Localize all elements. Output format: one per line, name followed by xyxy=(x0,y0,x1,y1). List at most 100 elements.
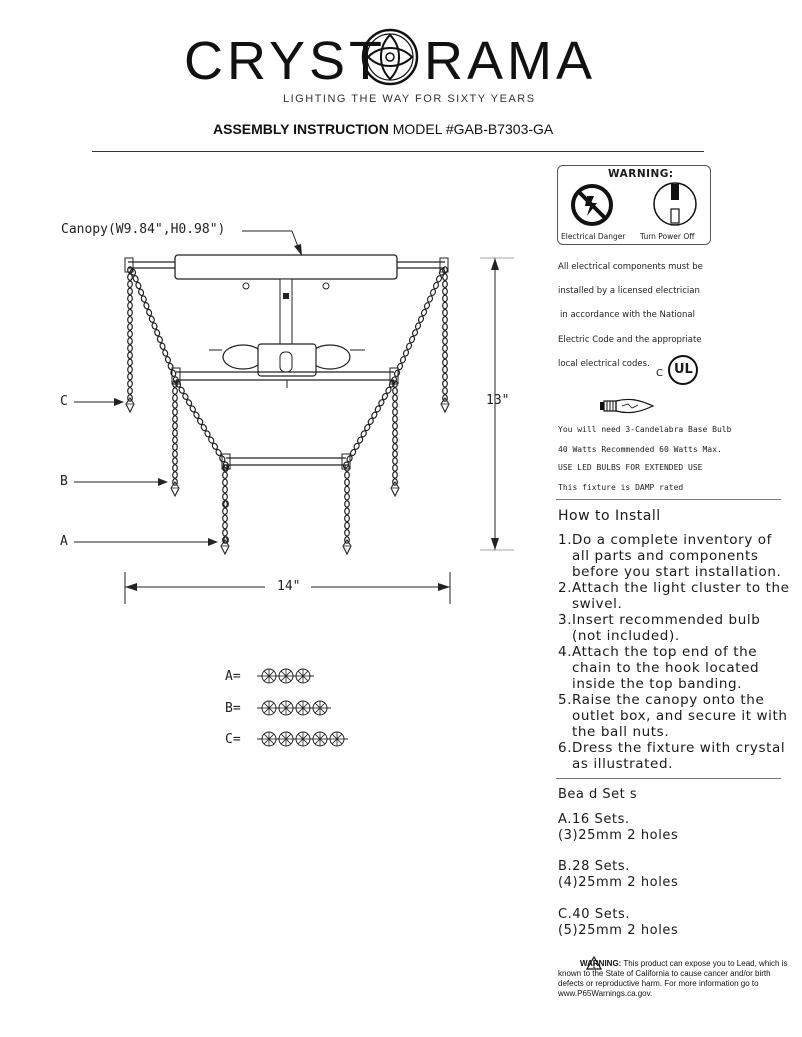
tagline: LIGHTING THE WAY FOR SIXTY YEARS xyxy=(283,93,536,105)
bead-icon xyxy=(261,700,277,716)
prop65-text: WARNING: This product can expose you to … xyxy=(558,955,790,999)
step-number: 1. xyxy=(558,532,573,548)
bead-icon xyxy=(295,668,311,684)
bulb-info-3: USE LED BULBS FOR EXTENDED USE xyxy=(558,463,703,472)
crystal-chain xyxy=(170,380,180,497)
turn-power-off-caption: Turn Power Off xyxy=(640,232,695,241)
label-a: A xyxy=(60,534,68,549)
step-text: Attach the light cluster to the swivel. xyxy=(572,580,790,612)
electrical-danger-caption: Electrical Danger xyxy=(561,232,626,241)
bead-icon xyxy=(312,700,328,716)
step-text: Do a complete inventory of all parts and… xyxy=(572,532,782,580)
brand-right: RAMA xyxy=(424,31,597,91)
caution-triangle-icon xyxy=(564,955,603,973)
step-text: Insert recommended bulb (not included). xyxy=(572,612,761,644)
crystal-chain xyxy=(440,266,450,413)
step-number: 6. xyxy=(558,740,573,756)
title-model: MODEL #GAB-B7303-GA xyxy=(388,121,554,137)
candelabra-bulb-icon xyxy=(598,396,658,421)
warning-box: WARNING: Electrical Danger Turn Power Of… xyxy=(557,165,711,245)
bead-legend-c: C= xyxy=(225,731,357,747)
bead-set-c-count: C.40 Sets. xyxy=(558,907,631,922)
crystal-chain xyxy=(389,267,447,385)
bead-row-icon xyxy=(257,668,314,684)
install-steps: 1.Do a complete inventory of all parts a… xyxy=(558,532,790,772)
bead-icon xyxy=(278,731,294,747)
bead-set-b: B.28 Sets. (4)25mm 2 holes xyxy=(558,859,678,891)
step-text: Attach the top end of the chain to the h… xyxy=(572,644,760,692)
install-step: 4.Attach the top end of the chain to the… xyxy=(558,644,790,692)
electrical-line-2: installed by a licensed electrician xyxy=(558,286,700,296)
bulb-info-1: You will need 3-Candelabra Base Bulb xyxy=(558,425,732,434)
bead-icon xyxy=(261,731,277,747)
bead-set-b-count: B.28 Sets. xyxy=(558,859,630,874)
bead-icon xyxy=(295,700,311,716)
step-number: 5. xyxy=(558,692,573,708)
bead-icon xyxy=(312,731,328,747)
bead-sets-heading: Bea d Set s xyxy=(558,787,638,802)
bead-legend-a-label: A= xyxy=(225,668,241,684)
divider-install xyxy=(556,499,781,500)
label-c: C xyxy=(60,394,68,409)
prop65-body: This product can expose you to Lead, whi… xyxy=(558,959,788,998)
bead-set-a-count: A.16 Sets. xyxy=(558,812,630,827)
bead-set-a: A.16 Sets. (3)25mm 2 holes xyxy=(558,812,678,844)
bead-legend: A= B= C= xyxy=(225,665,365,755)
divider-beads xyxy=(556,778,781,779)
brand-left: CRYST xyxy=(184,31,387,91)
bead-legend-a: A= xyxy=(225,668,347,684)
step-number: 2. xyxy=(558,580,573,596)
bead-icon xyxy=(261,668,277,684)
bead-legend-b-label: B= xyxy=(225,700,241,716)
how-to-install-heading: How to Install xyxy=(558,508,661,524)
bead-set-c: C.40 Sets. (5)25mm 2 holes xyxy=(558,907,678,939)
crystal-chain xyxy=(390,380,400,497)
label-b: B xyxy=(60,474,68,489)
bead-set-a-spec: (3)25mm 2 holes xyxy=(558,828,679,843)
bead-set-c-spec: (5)25mm 2 holes xyxy=(558,923,679,938)
electrical-line-4: Electric Code and the appropriate xyxy=(558,335,702,345)
crystal-chain xyxy=(129,267,180,385)
crystal-chain xyxy=(173,379,231,470)
install-step: 2.Attach the light cluster to the swivel… xyxy=(558,580,790,612)
brand-logo-icon xyxy=(360,27,420,87)
bead-legend-c-label: C= xyxy=(225,731,241,747)
bead-row-icon xyxy=(257,731,348,747)
prop65-label: WARNING: xyxy=(580,959,622,968)
step-text: Dress the fixture with crystal as illust… xyxy=(572,740,786,772)
crystal-chain xyxy=(125,266,135,413)
power-off-icon xyxy=(650,179,700,234)
bead-icon xyxy=(329,731,345,747)
crystal-chain xyxy=(341,379,397,470)
install-step: 5.Raise the canopy onto the outlet box, … xyxy=(558,692,790,740)
bead-icon xyxy=(278,668,294,684)
step-text: Raise the canopy onto the outlet box, an… xyxy=(572,692,788,740)
install-step: 1.Do a complete inventory of all parts a… xyxy=(558,532,790,580)
bead-legend-b: B= xyxy=(225,700,347,716)
page-title: ASSEMBLY INSTRUCTION MODEL #GAB-B7303-GA xyxy=(213,121,553,137)
bead-set-b-spec: (4)25mm 2 holes xyxy=(558,875,679,890)
ul-mark-icon: C UL xyxy=(654,354,704,386)
title-bold: ASSEMBLY INSTRUCTION xyxy=(213,121,389,137)
width-dimension: 14" xyxy=(277,579,301,594)
bead-row-icon xyxy=(257,700,331,716)
bulb-info-2: 40 Watts Recommended 60 Watts Max. xyxy=(558,445,722,454)
warning-box-title: WARNING: xyxy=(608,168,674,180)
bead-icon xyxy=(295,731,311,747)
canopy-label: Canopy(W9.84",H0.98") xyxy=(61,222,226,237)
ul-letters: UL xyxy=(674,362,693,377)
step-number: 4. xyxy=(558,644,573,660)
prop65-warning: WARNING: This product can expose you to … xyxy=(558,955,790,999)
electrical-line-5: local electrical codes. xyxy=(558,359,650,369)
crystal-chain xyxy=(342,464,352,555)
electrical-line-1: All electrical components must be xyxy=(558,262,703,272)
step-number: 3. xyxy=(558,612,573,628)
ul-c-letter: C xyxy=(656,368,663,379)
electrical-line-3: in accordance with the National xyxy=(560,310,695,320)
bulb-info-4: This fixture is DAMP rated xyxy=(558,483,684,492)
install-step: 3.Insert recommended bulb (not included)… xyxy=(558,612,790,644)
header-divider xyxy=(92,151,704,152)
fixture-diagram xyxy=(0,160,540,620)
bead-icon xyxy=(278,700,294,716)
install-step: 6.Dress the fixture with crystal as illu… xyxy=(558,740,790,772)
